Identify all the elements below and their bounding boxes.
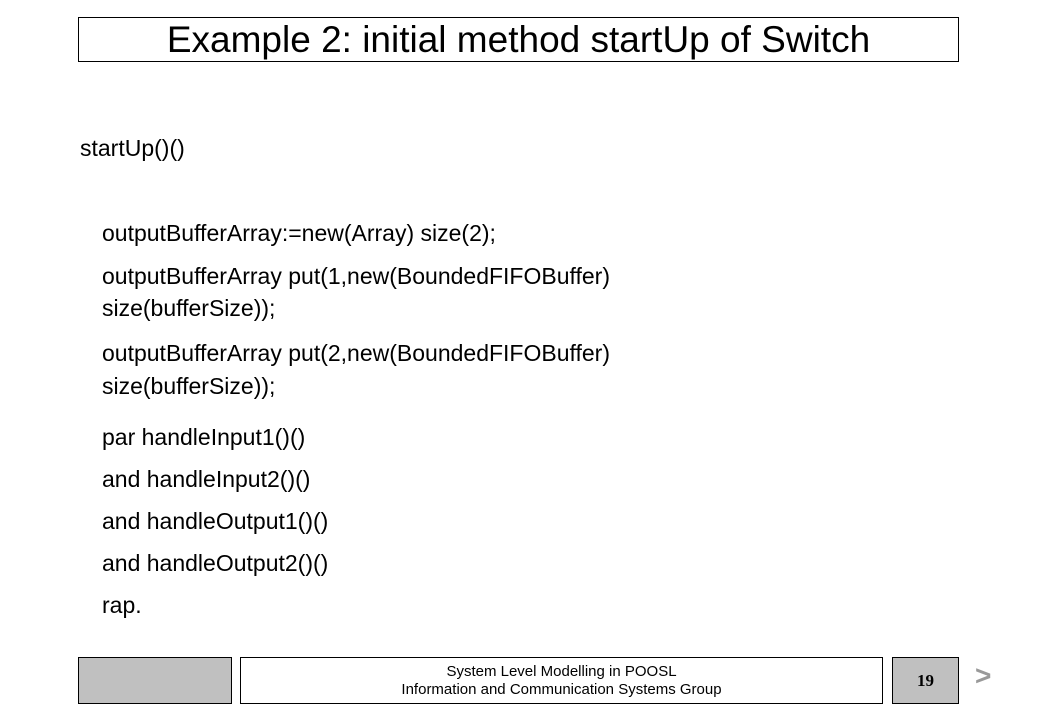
code-line: and handleInput2()() [102,466,311,492]
code-line: outputBufferArray put(1,new(BoundedFIFOB… [102,263,610,289]
page-number-box: 19 [892,657,959,704]
code-line: outputBufferArray:=new(Array) size(2); [102,220,496,246]
title-box: Example 2: initial method startUp of Swi… [78,17,959,62]
method-signature: startUp()() [80,135,185,161]
code-line: and handleOutput1()() [102,508,329,534]
code-line: size(bufferSize)); [102,295,276,321]
footer-group-name: Information and Communication Systems Gr… [401,680,722,698]
code-line: rap. [102,592,142,618]
code-line: par handleInput1()() [102,424,306,450]
footer-center-panel: System Level Modelling in POOSL Informat… [240,657,883,704]
code-line: size(bufferSize)); [102,373,276,399]
footer-course-title: System Level Modelling in POOSL [446,662,677,680]
code-line: outputBufferArray put(2,new(BoundedFIFOB… [102,340,610,366]
slide-title: Example 2: initial method startUp of Swi… [166,19,871,60]
chevron-right-icon[interactable]: > [975,660,992,691]
page-number: 19 [917,670,934,690]
code-line: and handleOutput2()() [102,550,329,576]
footer-left-panel [78,657,232,704]
